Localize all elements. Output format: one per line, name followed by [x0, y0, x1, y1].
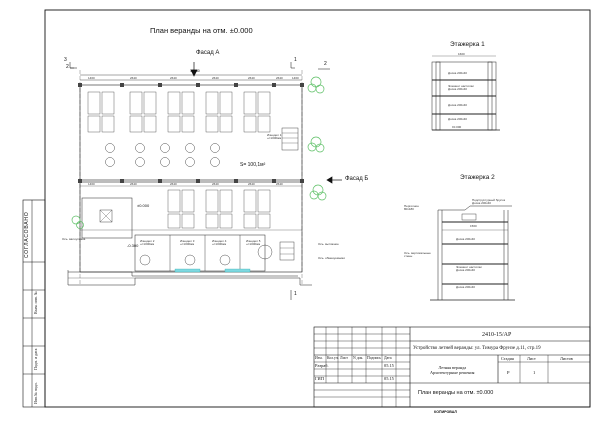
- side-stamp-label-2: Подп. и дата: [33, 348, 38, 370]
- stamp-code: 2410-15/АР: [482, 332, 512, 338]
- shelf-2-note-3: Подструктурный брусок Доска 200х40: [472, 198, 506, 205]
- stamp-row-1-role: Разраб.: [315, 363, 329, 368]
- stamp-col-1: Изм.: [315, 356, 323, 360]
- axis-1-marker: 1: [294, 57, 297, 63]
- dim-mid-4: 2640: [212, 182, 219, 186]
- dim-top-7: 1460: [292, 76, 299, 80]
- stamp-project: Устройство летней веранды: ул. Тимура Фр…: [413, 346, 541, 351]
- dim-top-6: 2640: [276, 76, 283, 80]
- shelf-2-note-6: Доска 200х40: [456, 285, 475, 289]
- facade-b-arrow: [326, 176, 342, 184]
- side-stamp-label-1: Взам. инв. №: [33, 291, 38, 314]
- shelf-2-note-5: Элемент настилки Доска 200х40: [456, 265, 482, 272]
- stamp-row-1-date: 05.15: [384, 363, 394, 368]
- stamp-stage: Р: [507, 370, 510, 375]
- stamp-drawing-name: План веранды на отм. ±0.000: [418, 390, 494, 396]
- dim-mid-1: 1460: [88, 182, 95, 186]
- axis-2-marker: 2: [324, 61, 327, 67]
- dim-note-3: Изнедел 3 »=1000мм: [180, 239, 195, 246]
- side-stamp-label-3: Инв.№ подл.: [33, 382, 38, 404]
- dim-top-4: 2640: [212, 76, 219, 80]
- dim-mid-2: 2640: [130, 182, 137, 186]
- shelf-2-note-4: Доска 200х40: [456, 237, 475, 241]
- elevation-main: ±0.000: [137, 203, 150, 208]
- shelf-2-title: Этажерка 2: [460, 174, 495, 181]
- foundation-wall: [67, 270, 312, 286]
- shelf-1-note-1: Доска 200х40: [448, 71, 467, 75]
- stamp-row-2-role: ГИП: [315, 376, 324, 381]
- title-block: [313, 326, 591, 408]
- stamp-row-2-date: 05.15: [384, 376, 394, 381]
- dim-note-4: Изнедел 4 »=1000мм: [212, 239, 227, 246]
- shelf-2-note-2: Перголное 80х180: [404, 204, 419, 211]
- total-dimension: 16480: [190, 69, 200, 73]
- stamp-col-5: Подпись: [367, 356, 381, 360]
- stamp-col-3: Лист: [340, 356, 348, 360]
- side-stamp-title: СОГЛАСОВАНО: [24, 211, 30, 258]
- axis-3-marker: 3: [64, 57, 67, 63]
- stamp-stage-label: Стадия: [501, 356, 514, 361]
- shelf-1-elev: ±0.000: [452, 125, 462, 129]
- shelf-2-note-1: Ось. вертикальные стены: [404, 251, 431, 258]
- stamp-col-6: Дата: [384, 356, 392, 360]
- shelf-2-drawing: [430, 205, 515, 301]
- facade-a-label: Фасад А: [196, 50, 220, 56]
- tree-note-right-2: Ось. обменуемыми: [318, 256, 345, 260]
- shelf-2-dim: 1560: [470, 224, 477, 228]
- dim-note-5: Изнедел 5 »=1000мм: [246, 239, 261, 246]
- shelf-1-dim: 1600: [458, 52, 465, 56]
- stamp-col-4: N док.: [353, 356, 364, 360]
- dim-mid-6: 2640: [276, 182, 283, 186]
- shelf-1-note-4: Доска 200х40: [448, 117, 467, 121]
- stamp-sheets-label: Листов: [560, 356, 573, 361]
- shelf-1-title: Этажерка 1: [450, 41, 485, 48]
- shelf-1-note-3: Доска 200х40: [448, 103, 467, 107]
- tree-note-left: Ось. валоуловка: [62, 237, 86, 241]
- veranda-plan: [78, 70, 304, 285]
- glazing-2: [224, 268, 251, 273]
- dim-top-1: 1460: [88, 76, 95, 80]
- dim-mid-5: 2640: [248, 182, 255, 186]
- dim-note-1: Изнедел 1 »=1000мм: [267, 133, 282, 140]
- dim-top-5: 2640: [248, 76, 255, 80]
- shelf-1-drawing: [431, 55, 500, 131]
- stamp-sheet: 1: [533, 370, 536, 375]
- dim-top-2: 2640: [130, 76, 137, 80]
- dim-top-3: 2640: [170, 76, 177, 80]
- dim-mid-3: 2640: [170, 182, 177, 186]
- area-label: S= 100,1м²: [240, 162, 266, 168]
- plan-title: План веранды на отм. ±0.000: [150, 26, 253, 35]
- elevation-low: -0.300: [127, 243, 139, 248]
- shelf-1-note-2: Элемент настилки Доска 200х40: [448, 84, 474, 91]
- axis-1-bottom: 1: [294, 291, 297, 297]
- tree-note-right-1: Ось. вытяжное: [318, 242, 339, 246]
- facade-a-arrow: [190, 62, 198, 77]
- stamp-copied: КОПИРОВАЛ: [434, 410, 457, 414]
- dim-note-2: Изнедел 2 »=1000мм: [140, 239, 155, 246]
- tree-icons: [71, 76, 327, 229]
- stamp-col-2: Кол.уч.: [327, 356, 339, 360]
- stamp-sheet-label: Лист: [527, 356, 536, 361]
- facade-b-label: Фасад Б: [345, 176, 369, 182]
- glazing-1: [174, 268, 201, 273]
- side-stamp-frame: [22, 199, 46, 408]
- axis-3-sub: 2: [66, 64, 69, 70]
- section-markers: [69, 62, 330, 300]
- stamp-section: Летняя веранда Архитектурные решения: [430, 365, 475, 376]
